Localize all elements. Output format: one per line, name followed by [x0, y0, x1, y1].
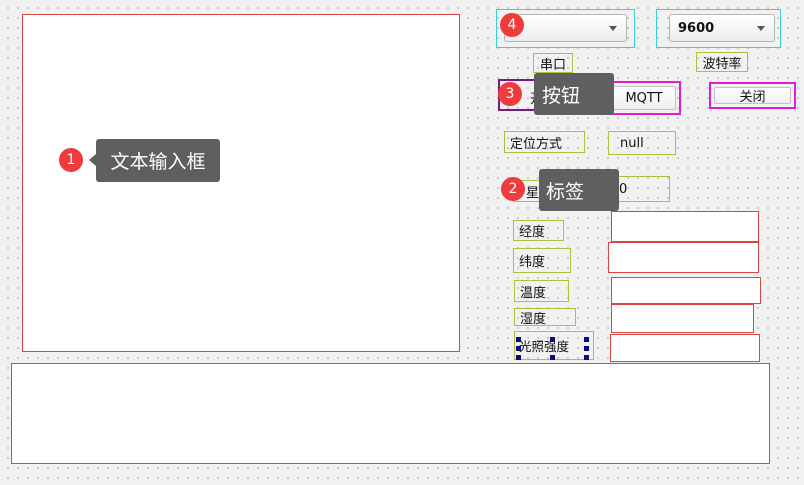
annotation-tooltip-2: 标签: [539, 169, 619, 211]
annotation-badge-2: 2: [501, 177, 525, 201]
annotation-tooltip-1: 文本输入框: [96, 139, 220, 182]
mqtt-button[interactable]: MQTT: [607, 81, 681, 115]
selection-handle[interactable]: [550, 355, 555, 360]
latitude-label: 纬度: [513, 248, 571, 273]
port-combobox[interactable]: [504, 14, 627, 42]
light-input[interactable]: [610, 334, 760, 362]
baud-combobox[interactable]: 9600: [669, 14, 775, 42]
selection-handle[interactable]: [516, 355, 521, 360]
annotation-badge-1: 1: [59, 148, 83, 172]
selection-handle[interactable]: [516, 346, 521, 351]
text-input-main[interactable]: [22, 14, 460, 352]
selection-handle[interactable]: [516, 337, 521, 342]
annotation-tooltip-3: 按钮: [534, 73, 614, 115]
selection-handle[interactable]: [550, 337, 555, 342]
text-area-bottom[interactable]: [11, 363, 770, 464]
close-button-label: 关闭: [739, 90, 766, 105]
baud-selected-value: 9600: [678, 20, 715, 36]
positioning-mode-label: 定位方式: [504, 131, 585, 153]
close-button-face: 关闭: [714, 87, 791, 105]
chevron-down-icon: [609, 26, 617, 31]
close-button[interactable]: 关闭: [709, 82, 796, 109]
chevron-down-icon: [757, 26, 765, 31]
positioning-mode-value: null: [608, 131, 676, 155]
selection-handle[interactable]: [584, 355, 589, 360]
port-label: 串口: [533, 53, 573, 73]
port-combo-frame: [496, 9, 635, 48]
latitude-input[interactable]: [608, 242, 759, 273]
temperature-label: 温度: [514, 280, 569, 302]
mqtt-button-label: MQTT: [625, 90, 663, 106]
selection-handle[interactable]: [584, 337, 589, 342]
mqtt-button-face: MQTT: [612, 86, 676, 110]
humidity-label: 湿度: [514, 308, 576, 327]
longitude-input[interactable]: [611, 211, 759, 242]
annotation-badge-3: 3: [498, 82, 522, 106]
baud-combo-frame: [656, 9, 781, 48]
baud-label: 波特率: [696, 52, 748, 72]
longitude-label: 经度: [513, 220, 564, 241]
selection-handle[interactable]: [584, 346, 589, 351]
temperature-input[interactable]: [611, 277, 761, 304]
humidity-input[interactable]: [611, 304, 754, 333]
tooltip-arrow: [89, 154, 96, 166]
annotation-badge-4: 4: [500, 13, 524, 37]
